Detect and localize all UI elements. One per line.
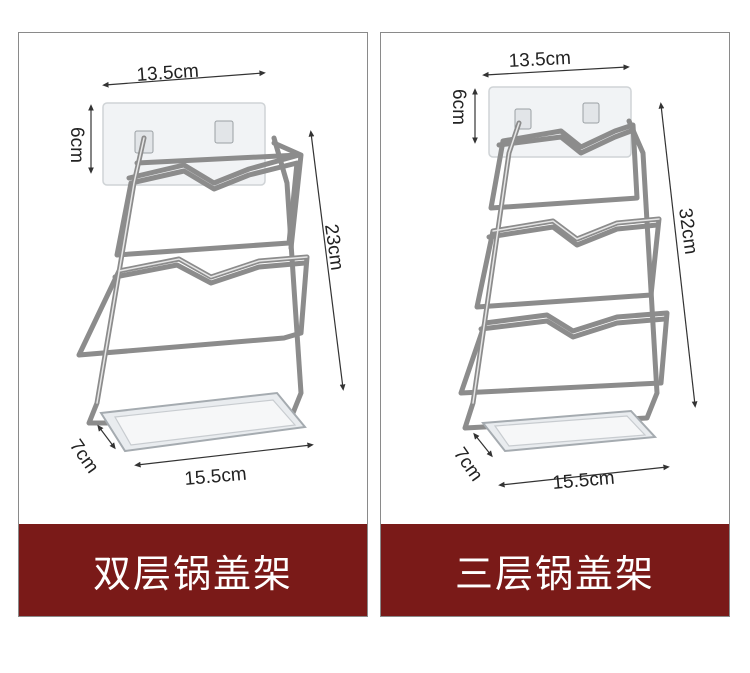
dim-width-top: 13.5cm: [136, 61, 200, 86]
wire-rack-icon: [76, 135, 310, 426]
panel-label-three-tier: 三层锅盖架: [381, 524, 729, 616]
dim-height-hook: 6cm: [448, 89, 469, 125]
drip-tray-icon: [481, 409, 658, 453]
panel-three-tier: 13.5cm 6cm 32cm 7cm 15.5cm 三层锅盖架: [380, 32, 730, 617]
dimension-arrows: [88, 70, 346, 468]
dim-width-base: 15.5cm: [184, 464, 248, 490]
dim-depth: 7cm: [65, 436, 103, 477]
dim-width-base: 15.5cm: [552, 468, 616, 494]
dim-depth: 7cm: [449, 444, 487, 485]
rack-illustration-three-tier: 13.5cm 6cm 32cm 7cm 15.5cm: [448, 48, 701, 494]
dimension-arrows: [472, 64, 698, 488]
panel-two-tier: 13.5cm 6cm 23cm 7cm 15.5cm 双层锅盖架: [18, 32, 368, 617]
dim-height-total: 23cm: [320, 223, 347, 272]
rack-illustration-two-tier: 13.5cm 6cm 23cm 7cm 15.5cm: [65, 61, 347, 490]
drip-tray-icon: [99, 391, 307, 453]
dim-width-top: 13.5cm: [508, 48, 571, 72]
panel-label-two-tier: 双层锅盖架: [19, 524, 367, 616]
dim-height-hook: 6cm: [66, 127, 87, 163]
dim-height-total: 32cm: [674, 207, 701, 256]
